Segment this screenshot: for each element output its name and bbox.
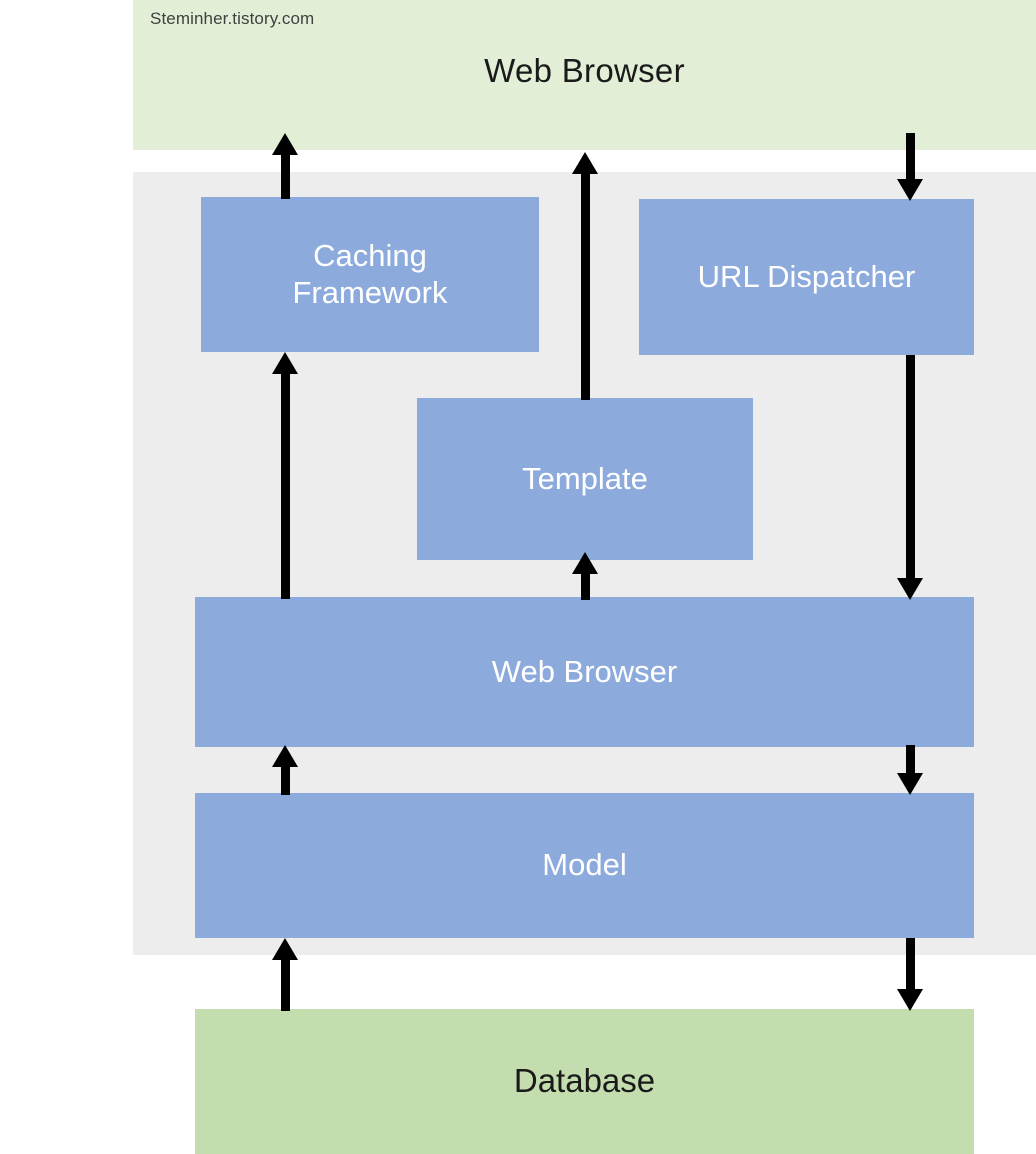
view-label: Web Browser bbox=[491, 653, 678, 689]
arrow-up-icon-view-to-caching bbox=[270, 352, 300, 599]
template-label: Template bbox=[522, 460, 648, 496]
watermark-text: Steminher.tistory.com bbox=[150, 9, 315, 28]
caching-framework-box[interactable]: Caching Framework bbox=[201, 197, 539, 352]
web-browser-band bbox=[133, 0, 1036, 150]
arrow-up-icon-template-to-browser bbox=[570, 152, 600, 400]
url-dispatcher-box[interactable]: URL Dispatcher bbox=[639, 199, 974, 355]
model-label: Model bbox=[542, 847, 627, 883]
arrow-down-icon-browser-to-url-dispatcher bbox=[895, 133, 925, 201]
arrow-up-icon-database-to-model bbox=[270, 938, 300, 1011]
arrow-up-icon-model-to-view bbox=[270, 745, 300, 795]
caching-framework-label: Caching Framework bbox=[292, 238, 448, 310]
web-browser-band-title: Web Browser bbox=[484, 52, 685, 89]
database-box[interactable]: Database bbox=[195, 1009, 974, 1154]
template-box[interactable]: Template bbox=[417, 398, 753, 560]
database-label: Database bbox=[513, 1062, 656, 1100]
url-dispatcher-label: URL Dispatcher bbox=[697, 258, 916, 294]
arrow-down-icon-view-to-model bbox=[895, 745, 925, 795]
view-box[interactable]: Web Browser bbox=[195, 597, 974, 747]
arrow-up-icon-view-to-template bbox=[570, 552, 600, 600]
arrow-up-icon-caching-to-browser bbox=[270, 133, 300, 199]
arrow-down-icon-model-to-database bbox=[895, 938, 925, 1011]
model-box[interactable]: Model bbox=[195, 793, 974, 938]
arrow-down-icon-url-dispatcher-to-view bbox=[895, 355, 925, 600]
